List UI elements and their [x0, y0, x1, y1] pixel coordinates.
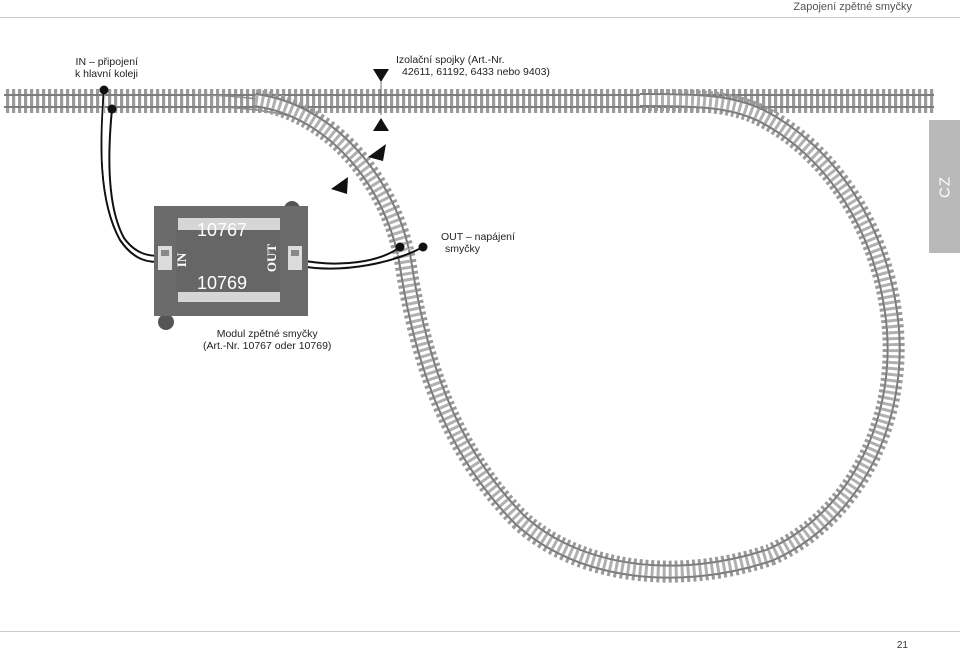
out-supply-label: OUT – napájení smyčky — [441, 231, 515, 255]
module-model-a: 10767 — [197, 220, 247, 240]
isolation-marker-bottom — [373, 118, 389, 131]
page-number: 21 — [896, 640, 908, 651]
in-connection-point-b — [107, 104, 117, 114]
isolation-marker-loop-a — [368, 144, 386, 161]
reversing-module: 10767 10769 IN OUT — [154, 201, 308, 330]
module-caption: Modul zpětné smyčky (Art.-Nr. 10767 oder… — [203, 328, 332, 352]
page-header-title: Zapojení zpětné smyčky — [793, 1, 912, 13]
out-connection-point-b — [418, 242, 428, 252]
in-connection-point-a — [99, 85, 109, 95]
in-connection-label: IN – připojení k hlavní koleji — [74, 56, 138, 80]
module-model-b: 10769 — [197, 273, 247, 293]
module-in-label: IN — [174, 252, 189, 267]
in-wires — [99, 85, 161, 263]
main-track — [4, 89, 934, 113]
reversing-loop-track — [253, 89, 905, 583]
header-rule — [0, 17, 960, 18]
isolation-connectors-label: Izolační spojky (Art.-Nr. 42611, 61192, … — [396, 54, 550, 78]
out-wires — [299, 242, 428, 270]
language-tab: CZ — [929, 120, 960, 253]
isolation-marker-top — [373, 69, 389, 115]
out-connection-point-a — [395, 242, 405, 252]
module-out-label: OUT — [264, 244, 279, 273]
footer-rule — [0, 631, 960, 632]
isolation-marker-loop-b — [331, 177, 348, 194]
